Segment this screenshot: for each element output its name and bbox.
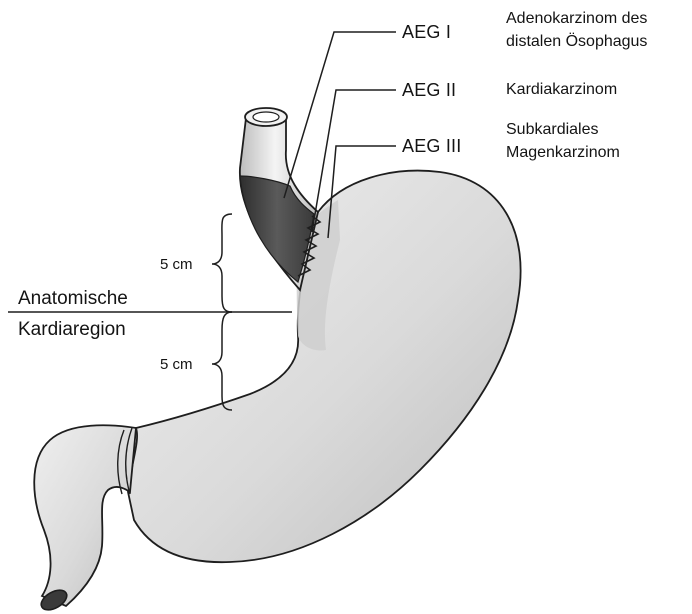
brace-lower bbox=[212, 312, 232, 410]
region-label-line-2: Kardiaregion bbox=[18, 320, 126, 339]
leader-line-aeg-i bbox=[284, 32, 396, 198]
aeg-ii-description: Kardiakarzinom bbox=[506, 82, 617, 98]
aeg-i-tumor-zone bbox=[240, 176, 314, 282]
measurement-upper: 5 cm bbox=[160, 257, 193, 272]
aeg-i-code: AEG I bbox=[402, 23, 451, 41]
measurement-lower: 5 cm bbox=[160, 357, 193, 372]
aeg-iii-code: AEG III bbox=[402, 137, 461, 155]
aeg-i-description-line-2: distalen Ösophagus bbox=[506, 34, 647, 50]
aeg-iii-description-line-2: Magenkarzinom bbox=[506, 145, 620, 161]
aeg-iii-description-line-1: Subkardiales bbox=[506, 122, 599, 138]
duodenum bbox=[34, 425, 136, 606]
region-label-line-1: Anatomische bbox=[18, 289, 128, 308]
brace-upper bbox=[212, 214, 232, 312]
aeg-ii-code: AEG II bbox=[402, 81, 456, 99]
aeg-i-description-line-1: Adenokarzinom des bbox=[506, 11, 647, 27]
